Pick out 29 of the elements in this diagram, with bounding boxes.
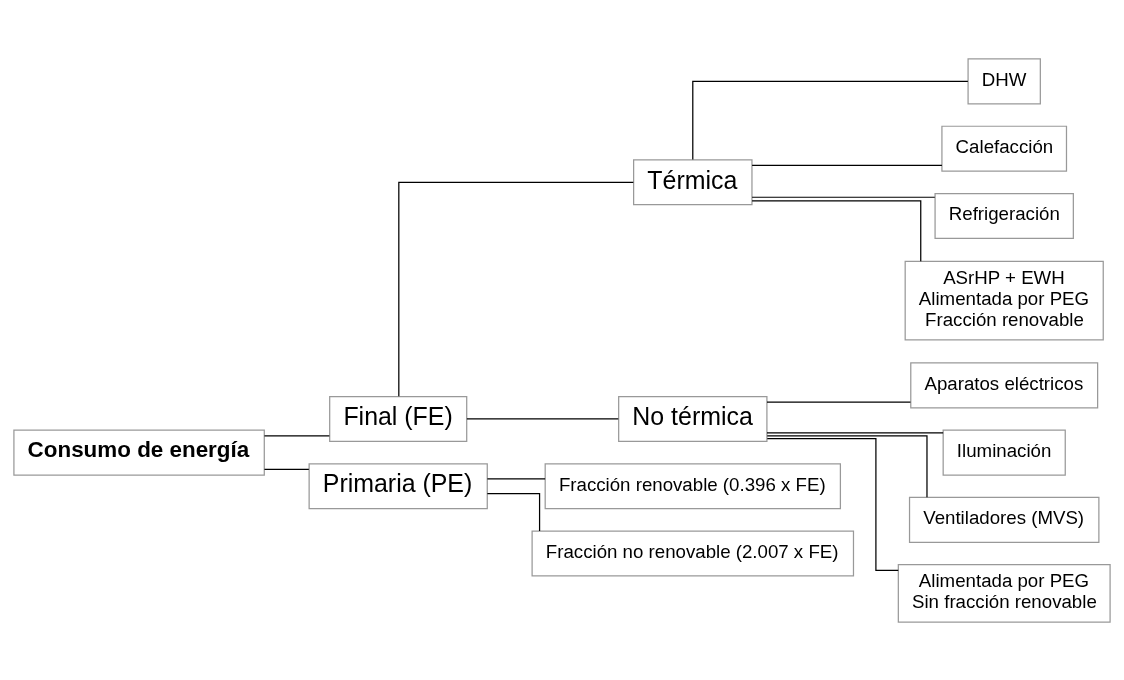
node-box: Iluminación (942, 429, 1066, 476)
node-box: Ventiladores (MVS) (908, 496, 1100, 543)
node-box: ASrHP + EWH Alimentada por PEG Fracción renovable (904, 260, 1104, 340)
connector (751, 199, 922, 262)
node-box: Alimentada por PEG Sin fracción renovable (897, 563, 1111, 623)
connector (751, 164, 943, 166)
node-box: Consumo de energía (13, 429, 265, 476)
connector (766, 401, 912, 403)
node-box: Primaria (PE) (308, 462, 488, 509)
connector (766, 431, 944, 434)
connector (766, 437, 899, 571)
node-box: Refrigeración (934, 192, 1074, 239)
connector (263, 434, 330, 436)
node-box: Final (FE) (329, 395, 468, 442)
connector (263, 468, 310, 470)
connector (692, 80, 969, 160)
node-box: Fracción renovable (0.396 x FE) (544, 462, 842, 509)
connector (486, 492, 541, 532)
node-box: DHW (967, 57, 1041, 104)
node-box: Térmica (633, 158, 753, 205)
node-box: Fracción no renovable (2.007 x FE) (531, 529, 855, 577)
node-box: Aparatos eléctricos (910, 361, 1099, 408)
connector (398, 181, 634, 397)
connector (751, 196, 936, 198)
connector (486, 477, 546, 479)
connector (466, 417, 619, 420)
node-box: No térmica (618, 395, 768, 442)
node-box: Calefacción (941, 125, 1068, 172)
connector (766, 434, 928, 498)
